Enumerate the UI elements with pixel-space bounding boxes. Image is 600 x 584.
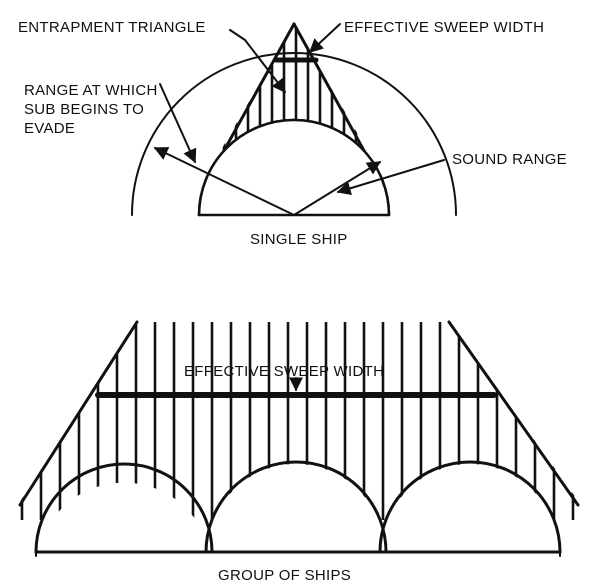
sound-range-leader xyxy=(336,159,445,196)
ship-2-sound-range xyxy=(204,460,388,554)
sound-range-label: SOUND RANGE xyxy=(452,151,567,168)
trapezoid-right-side xyxy=(447,320,580,507)
ship-3-sound-range xyxy=(378,460,562,554)
range-label-line-3: EVADE xyxy=(24,120,75,137)
semicircle-fill-mask xyxy=(201,120,387,213)
ship-1-mask xyxy=(38,482,210,552)
evasion-range-arrow xyxy=(153,147,295,216)
ship-1-sound-range xyxy=(34,462,214,554)
group-of-ships-caption: GROUP OF SHIPS xyxy=(218,567,351,584)
evasion-range-arc xyxy=(131,52,457,216)
entrapment-triangle-label: ENTRAPMENT TRIANGLE xyxy=(18,19,206,36)
single-ship-caption: SINGLE SHIP xyxy=(250,231,348,248)
range-label-line-1: RANGE AT WHICH xyxy=(24,82,158,99)
group-of-ships-figure: EFFECTIVE SWEEP WIDTH GROUP OF SHIPS xyxy=(18,320,580,584)
entrapment-leader xyxy=(229,29,286,94)
range-label-line-2: SUB BEGINS TO xyxy=(24,101,144,118)
range-leader xyxy=(159,83,197,164)
effective-sweep-width-label: EFFECTIVE SWEEP WIDTH xyxy=(344,19,544,36)
single-ship-figure: ENTRAPMENT TRIANGLE EFFECTIVE SWEEP WIDT… xyxy=(18,19,567,248)
group-effective-sweep-width-label: EFFECTIVE SWEEP WIDTH xyxy=(184,363,384,380)
ship-3-mask xyxy=(382,464,558,552)
ship-2-mask xyxy=(208,464,384,552)
sweep-width-leader xyxy=(308,23,341,53)
